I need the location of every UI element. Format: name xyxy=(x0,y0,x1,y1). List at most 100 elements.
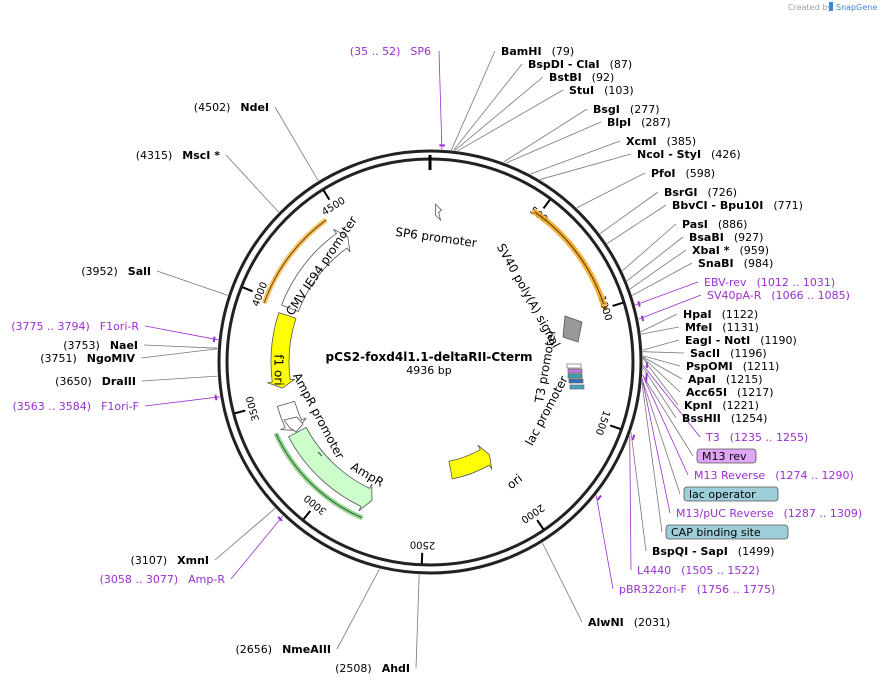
primer-mark xyxy=(641,315,645,322)
enzyme-pasi[interactable]: PasI(886) xyxy=(682,218,747,231)
site-position: (79) xyxy=(552,45,575,58)
site-name: EBV-rev xyxy=(704,276,747,289)
scale-tick xyxy=(241,286,253,293)
enzyme-hpai[interactable]: HpaI(1122) xyxy=(683,308,758,321)
site-position: (35 .. 52) xyxy=(350,45,401,58)
site-name: SP6 xyxy=(410,45,431,58)
leader-line xyxy=(642,356,683,380)
primer-m13-reverse[interactable]: M13 Reverse(1274 .. 1290) xyxy=(694,469,854,482)
site-name: F1ori-F xyxy=(101,400,139,413)
enzyme-kpni[interactable]: KpnI(1221) xyxy=(684,399,759,412)
leader-line xyxy=(595,495,614,590)
feature-box-m13-rev[interactable] xyxy=(696,448,757,464)
enzyme-pfoi[interactable]: PfoI(598) xyxy=(651,167,715,180)
primer-sv40pa-r[interactable]: SV40pA-R(1066 .. 1085) xyxy=(707,289,850,302)
enzyme-bspqi-sapi[interactable]: BspQI - SapI(1499) xyxy=(652,545,774,558)
enzyme-stui[interactable]: StuI(103) xyxy=(569,84,634,97)
primer-pbr322ori-f[interactable]: pBR322ori-F(1756 .. 1775) xyxy=(619,583,775,596)
feature-sv40-ori[interactable] xyxy=(562,315,583,343)
enzyme-ahdi[interactable]: (2508)AhdI xyxy=(335,662,410,675)
enzyme-xmni[interactable]: (3107)XmnI xyxy=(131,554,209,567)
enzyme-nmeaiii[interactable]: (2656)NmeAIII xyxy=(236,643,332,656)
enzyme-bsshii[interactable]: BssHII(1254) xyxy=(682,412,767,425)
feature-mcs-element-2[interactable] xyxy=(567,373,583,379)
feature-mcs-element-3[interactable] xyxy=(568,378,584,384)
enzyme-blpi[interactable]: BlpI(287) xyxy=(607,116,671,129)
enzyme-draiii[interactable]: (3650)DraIII xyxy=(55,375,136,388)
primer-f1ori-r[interactable]: (3775 .. 3794)F1ori-R xyxy=(11,320,139,333)
primer-l4440[interactable]: L4440(1505 .. 1522) xyxy=(637,564,760,577)
site-position: (1211) xyxy=(743,360,780,373)
site-position: (3563 .. 3584) xyxy=(13,400,92,413)
feature-sv40-poly-a-signal[interactable] xyxy=(531,209,607,307)
enzyme-bspdi-clai[interactable]: BspDI - ClaI(87) xyxy=(528,58,632,71)
leader-line xyxy=(230,515,284,580)
enzyme-bbvci-bpu10i[interactable]: BbvCI - Bpu10I(771) xyxy=(672,199,803,212)
leader-line xyxy=(140,348,218,359)
enzyme-xbai[interactable]: XbaI *(959) xyxy=(692,244,769,257)
leader-line xyxy=(642,364,701,438)
primer-t3[interactable]: T3(1235 .. 1255) xyxy=(705,431,808,444)
scale-tick-label: 1500 xyxy=(593,409,612,437)
enzyme-bsabi[interactable]: BsaBI(927) xyxy=(689,231,763,244)
enzyme-bsgi[interactable]: BsgI(277) xyxy=(593,103,660,116)
enzyme-ndei[interactable]: (4502)NdeI xyxy=(194,101,269,114)
primer-amp-r[interactable]: (3058 .. 3077)Amp-R xyxy=(100,573,226,586)
feature-cmv-ie94-promoter[interactable] xyxy=(281,229,351,312)
enzyme-xcmi[interactable]: XcmI(385) xyxy=(626,135,696,148)
primer-sp6[interactable]: (35 .. 52) SP6 xyxy=(350,45,431,58)
enzyme-pspomi[interactable]: PspOMI(1211) xyxy=(686,360,779,373)
feature-mcs-element-0[interactable] xyxy=(566,363,582,369)
site-position: (984) xyxy=(744,257,774,270)
leader-line xyxy=(642,351,685,354)
enzyme-eagi-noti[interactable]: EagI - NotI(1190) xyxy=(685,334,797,347)
site-position: (277) xyxy=(630,103,660,116)
enzyme-snabi[interactable]: SnaBI(984) xyxy=(698,257,773,270)
site-position: (2656) xyxy=(236,643,273,656)
site-name: NcoI - StyI xyxy=(637,148,701,161)
plasmid-name: pCS2-foxd4l1.1-deltaRII-Cterm xyxy=(325,350,532,364)
plasmid-length: 4936 bp xyxy=(406,364,451,377)
leader-line xyxy=(641,382,663,533)
enzyme-ngomiv[interactable]: (3751)NgoMIV xyxy=(40,352,135,365)
feature-box-cap-binding-site[interactable] xyxy=(665,524,789,540)
enzyme-apai[interactable]: ApaI(1215) xyxy=(688,373,762,386)
backbone xyxy=(217,149,643,575)
primer-f1ori-f[interactable]: (3563 .. 3584) F1ori-F xyxy=(13,400,140,413)
feature-f1-ori[interactable] xyxy=(267,312,297,389)
primer-ebv-rev[interactable]: EBV-rev(1012 .. 1031) xyxy=(704,276,835,289)
site-position: (1756 .. 1775) xyxy=(697,583,776,596)
site-name: T3 xyxy=(705,431,720,444)
feature-sp6-promoter[interactable] xyxy=(435,203,443,222)
enzyme-bstbi[interactable]: BstBI(92) xyxy=(549,71,614,84)
feature-ampr[interactable] xyxy=(288,426,373,512)
feature-ori[interactable] xyxy=(448,444,493,480)
leader-line xyxy=(453,63,523,151)
enzyme-ncoi-styi[interactable]: NcoI - StyI(426) xyxy=(637,148,741,161)
site-name: SV40pA-R xyxy=(707,289,762,302)
enzyme-bsrgi[interactable]: BsrGI(726) xyxy=(664,186,737,199)
primer-m13-puc-reverse[interactable]: M13/pUC Reverse(1287 .. 1309) xyxy=(676,507,862,520)
enzyme-mfei[interactable]: MfeI(1131) xyxy=(685,321,759,334)
feature-mcs-element-4[interactable] xyxy=(569,384,585,390)
enzyme-msci[interactable]: (4315)MscI * xyxy=(136,149,221,162)
enzyme-sali[interactable]: (3952)SalI xyxy=(81,265,151,278)
enzyme-acc65i[interactable]: Acc65I(1217) xyxy=(686,386,774,399)
site-position: (927) xyxy=(734,231,764,244)
site-position: (598) xyxy=(686,167,716,180)
site-position: (1217) xyxy=(737,386,774,399)
feature-ampr-promoter-arrow[interactable] xyxy=(283,416,304,433)
site-name: XmnI xyxy=(177,554,209,567)
enzyme-naei[interactable]: (3753)NaeI xyxy=(63,339,138,352)
site-name: SalI xyxy=(128,265,151,278)
scale-tick-label: 4500 xyxy=(320,196,347,219)
site-position: (1287 .. 1309) xyxy=(784,507,863,520)
enzyme-sacii[interactable]: SacII(1196) xyxy=(690,347,767,360)
site-position: (1190) xyxy=(760,334,797,347)
feature-mcs-element-1[interactable] xyxy=(567,368,583,374)
credit-prefix: Created by xyxy=(788,3,832,12)
feature-box-lac-operator[interactable] xyxy=(683,486,779,502)
enzyme-alwni[interactable]: AlwNI(2031) xyxy=(588,616,670,629)
enzyme-bamhi[interactable]: BamHI(79) xyxy=(501,45,574,58)
leader-line xyxy=(576,172,646,209)
